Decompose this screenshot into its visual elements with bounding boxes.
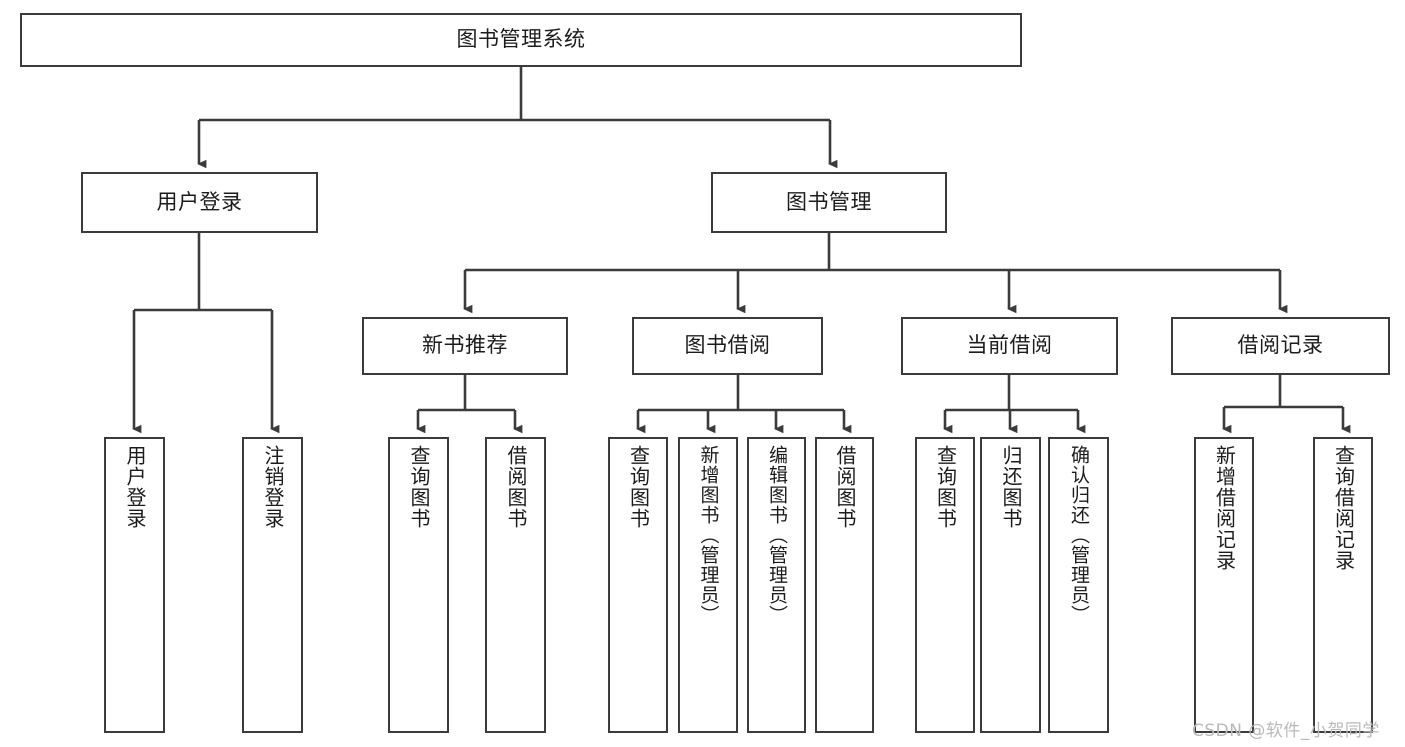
node-label-leaf-query-borrow-record: 查询借阅记录 [1331,445,1356,571]
node-leaf-edit-book-admin[interactable]: 编辑图书（管理员） [747,437,806,733]
csdn-watermark: CSDN @软件_小贺同学 [1192,721,1380,741]
node-label-current-borrow: 当前借阅 [966,333,1053,358]
node-label-leaf-query-book-borrow: 查询图书 [626,445,651,529]
node-label-leaf-add-book-admin: 新增图书（管理员） [697,445,720,625]
node-label-leaf-user-login: 用户登录 [123,445,147,529]
node-label-leaf-confirm-return-admin: 确认归还（管理员） [1067,445,1090,625]
node-leaf-add-borrow-record[interactable]: 新增借阅记录 [1194,437,1254,733]
node-new-book-recommend[interactable]: 新书推荐 [362,317,568,375]
node-label-new-book-recommend: 新书推荐 [422,333,508,358]
node-leaf-add-book-admin[interactable]: 新增图书（管理员） [678,437,738,733]
node-leaf-query-book-rec[interactable]: 查询图书 [388,437,449,733]
node-leaf-user-login[interactable]: 用户登录 [104,437,165,733]
node-label-leaf-edit-book-admin: 编辑图书（管理员） [765,445,788,625]
node-book-borrow[interactable]: 图书借阅 [632,317,823,375]
node-label-root: 图书管理系统 [456,27,586,52]
node-label-leaf-add-borrow-record: 新增借阅记录 [1212,445,1237,571]
node-leaf-user-logout[interactable]: 注销登录 [242,437,303,733]
node-label-leaf-return-book: 归还图书 [999,445,1023,529]
node-current-borrow[interactable]: 当前借阅 [901,317,1118,375]
node-label-leaf-user-logout: 注销登录 [261,445,285,529]
node-leaf-borrow-book-rec[interactable]: 借阅图书 [485,437,546,733]
node-leaf-query-book-cur[interactable]: 查询图书 [915,437,975,733]
node-label-borrow-record: 借阅记录 [1237,333,1324,358]
node-leaf-borrow-book[interactable]: 借阅图书 [815,437,874,733]
node-borrow-record[interactable]: 借阅记录 [1171,317,1390,375]
node-label-leaf-query-book-rec: 查询图书 [407,445,431,529]
node-user-login[interactable]: 用户登录 [81,172,318,233]
node-label-leaf-borrow-book: 借阅图书 [833,445,857,529]
node-book-manage[interactable]: 图书管理 [711,172,947,233]
node-label-user-login: 用户登录 [156,189,243,214]
node-leaf-query-borrow-record[interactable]: 查询借阅记录 [1313,437,1373,733]
node-label-leaf-query-book-cur: 查询图书 [933,445,958,529]
node-root[interactable]: 图书管理系统 [20,13,1022,67]
node-label-book-manage: 图书管理 [786,189,872,214]
node-leaf-confirm-return-admin[interactable]: 确认归还（管理员） [1048,437,1109,733]
node-label-book-borrow: 图书借阅 [684,333,771,358]
node-leaf-return-book[interactable]: 归还图书 [980,437,1041,733]
node-leaf-query-book-borrow[interactable]: 查询图书 [608,437,668,733]
node-label-leaf-borrow-book-rec: 借阅图书 [504,445,528,529]
